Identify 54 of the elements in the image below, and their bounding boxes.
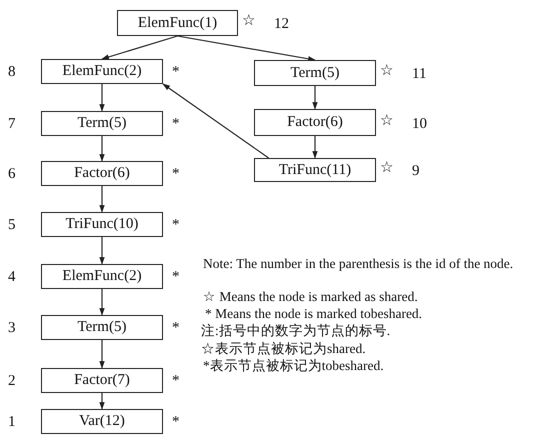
arrow <box>177 35 316 62</box>
node-box: TriFunc(11) <box>254 158 376 182</box>
mark-symbol: * <box>172 412 180 430</box>
order-number: 9 <box>412 162 420 180</box>
note-text: *表示节点被标记为tobeshared. <box>203 357 384 374</box>
order-number: 6 <box>8 164 16 182</box>
mark-symbol: * <box>172 216 180 234</box>
order-number: 7 <box>8 114 16 132</box>
mark-symbol: ☆ <box>380 112 393 130</box>
order-number: 3 <box>8 318 16 336</box>
order-number: 8 <box>8 62 16 80</box>
order-number: 4 <box>8 268 16 286</box>
node-box: ElemFunc(2) <box>41 59 163 84</box>
node-box: ElemFunc(1) <box>117 10 238 36</box>
node-box: Term(5) <box>41 315 163 340</box>
arrow <box>312 136 318 159</box>
mark-symbol: ☆ <box>380 159 393 177</box>
mark-symbol: * <box>172 164 180 182</box>
note-text: 注:括号中的数字为节点的标号. <box>201 322 390 339</box>
mark-symbol: ☆ <box>380 62 393 80</box>
mark-symbol: ☆ <box>242 12 255 30</box>
order-number: 11 <box>412 65 426 83</box>
arrow <box>99 186 105 213</box>
node-box: Term(5) <box>41 111 163 136</box>
arrow <box>101 35 178 60</box>
node-box: TriFunc(10) <box>41 212 163 237</box>
mark-symbol: * <box>172 114 180 132</box>
arrow <box>99 237 105 265</box>
mark-symbol: * <box>172 62 180 80</box>
arrow <box>99 84 105 112</box>
note-text: ☆ Means the node is marked as shared. <box>203 288 418 305</box>
arrow <box>99 136 105 162</box>
arrow <box>99 340 105 369</box>
mark-symbol: * <box>172 372 180 390</box>
order-number: 1 <box>8 412 16 430</box>
node-box: Var(12) <box>41 409 163 434</box>
node-box: Factor(6) <box>41 161 163 186</box>
node-box: Factor(6) <box>254 109 376 136</box>
note-text: ☆表示节点被标记为shared. <box>201 340 366 357</box>
note-text: * Means the node is marked tobeshared. <box>205 305 422 322</box>
node-box: Factor(7) <box>41 368 163 393</box>
mark-symbol: * <box>172 268 180 286</box>
order-number: 2 <box>8 372 16 390</box>
arrow <box>99 289 105 316</box>
arrow <box>162 84 269 158</box>
arrow <box>99 393 105 410</box>
node-box: ElemFunc(2) <box>41 264 163 289</box>
order-number: 12 <box>274 15 289 33</box>
node-box: Term(5) <box>254 60 376 86</box>
order-number: 5 <box>8 216 16 234</box>
arrow <box>312 86 318 110</box>
note-text: Note: The number in the parenthesis is the id of the node. <box>203 255 514 272</box>
order-number: 10 <box>412 114 427 132</box>
mark-symbol: * <box>172 318 180 336</box>
